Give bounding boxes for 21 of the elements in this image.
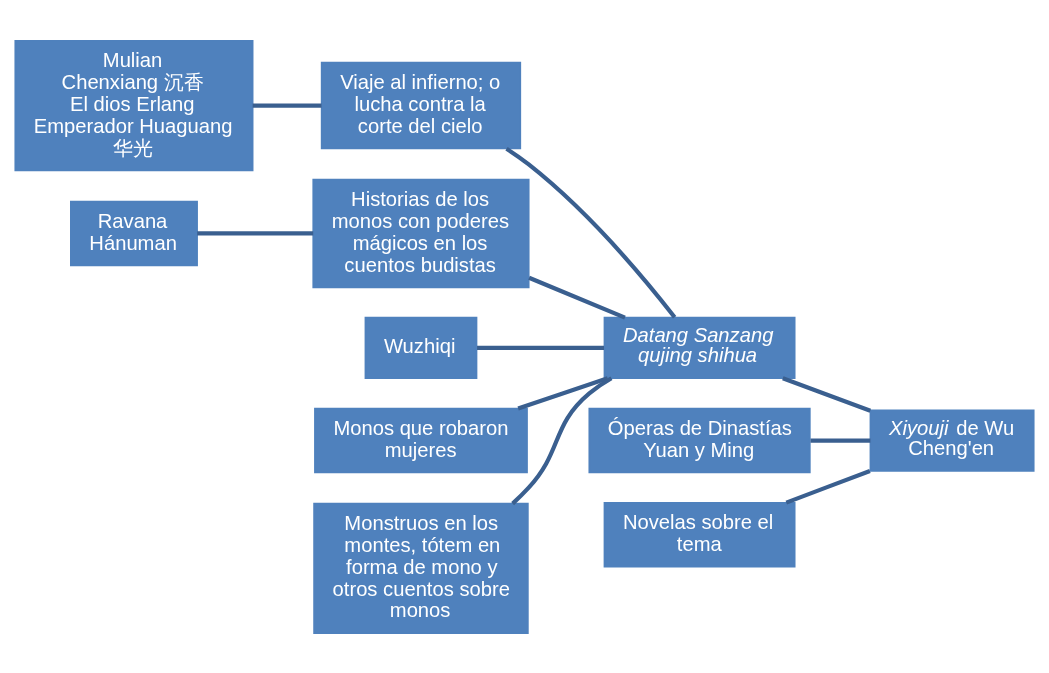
node-box: Monstruos en los montes, tótem en forma de mono y otros cuentos sobre monos: [313, 502, 529, 634]
connector: [511, 375, 613, 505]
node-box: Mulian Chenxiang 沉香 El dios Erlang Emperador Huaguang 华光: [14, 39, 254, 171]
node-box: Viaje al infierno; o lucha contra la corte del cielo: [320, 61, 522, 149]
node-box: Historias de los monos con poderes mágicos en los cuentos budistas: [312, 178, 530, 288]
connector: [197, 230, 314, 236]
node-box: Ravana Hánuman: [70, 200, 198, 266]
node-box: Monos que robaron mujeres: [314, 407, 528, 473]
connector: [517, 375, 609, 410]
node-box: Novelas sobre el tema: [603, 501, 796, 568]
connector: [810, 437, 871, 443]
connector: [528, 275, 626, 320]
connector: [252, 102, 322, 108]
node-box: Wuzhiqi: [364, 316, 478, 379]
connector: [785, 468, 871, 505]
node-box: Xiyouji de Wu Cheng'en: [869, 408, 1035, 472]
connector: [505, 146, 677, 318]
connector: [782, 375, 872, 413]
node-box: Datang Sanzang qujing shihua: [603, 316, 796, 379]
connector: [477, 345, 605, 350]
node-box: Óperas de Dinastías Yuan y Ming: [588, 407, 811, 473]
